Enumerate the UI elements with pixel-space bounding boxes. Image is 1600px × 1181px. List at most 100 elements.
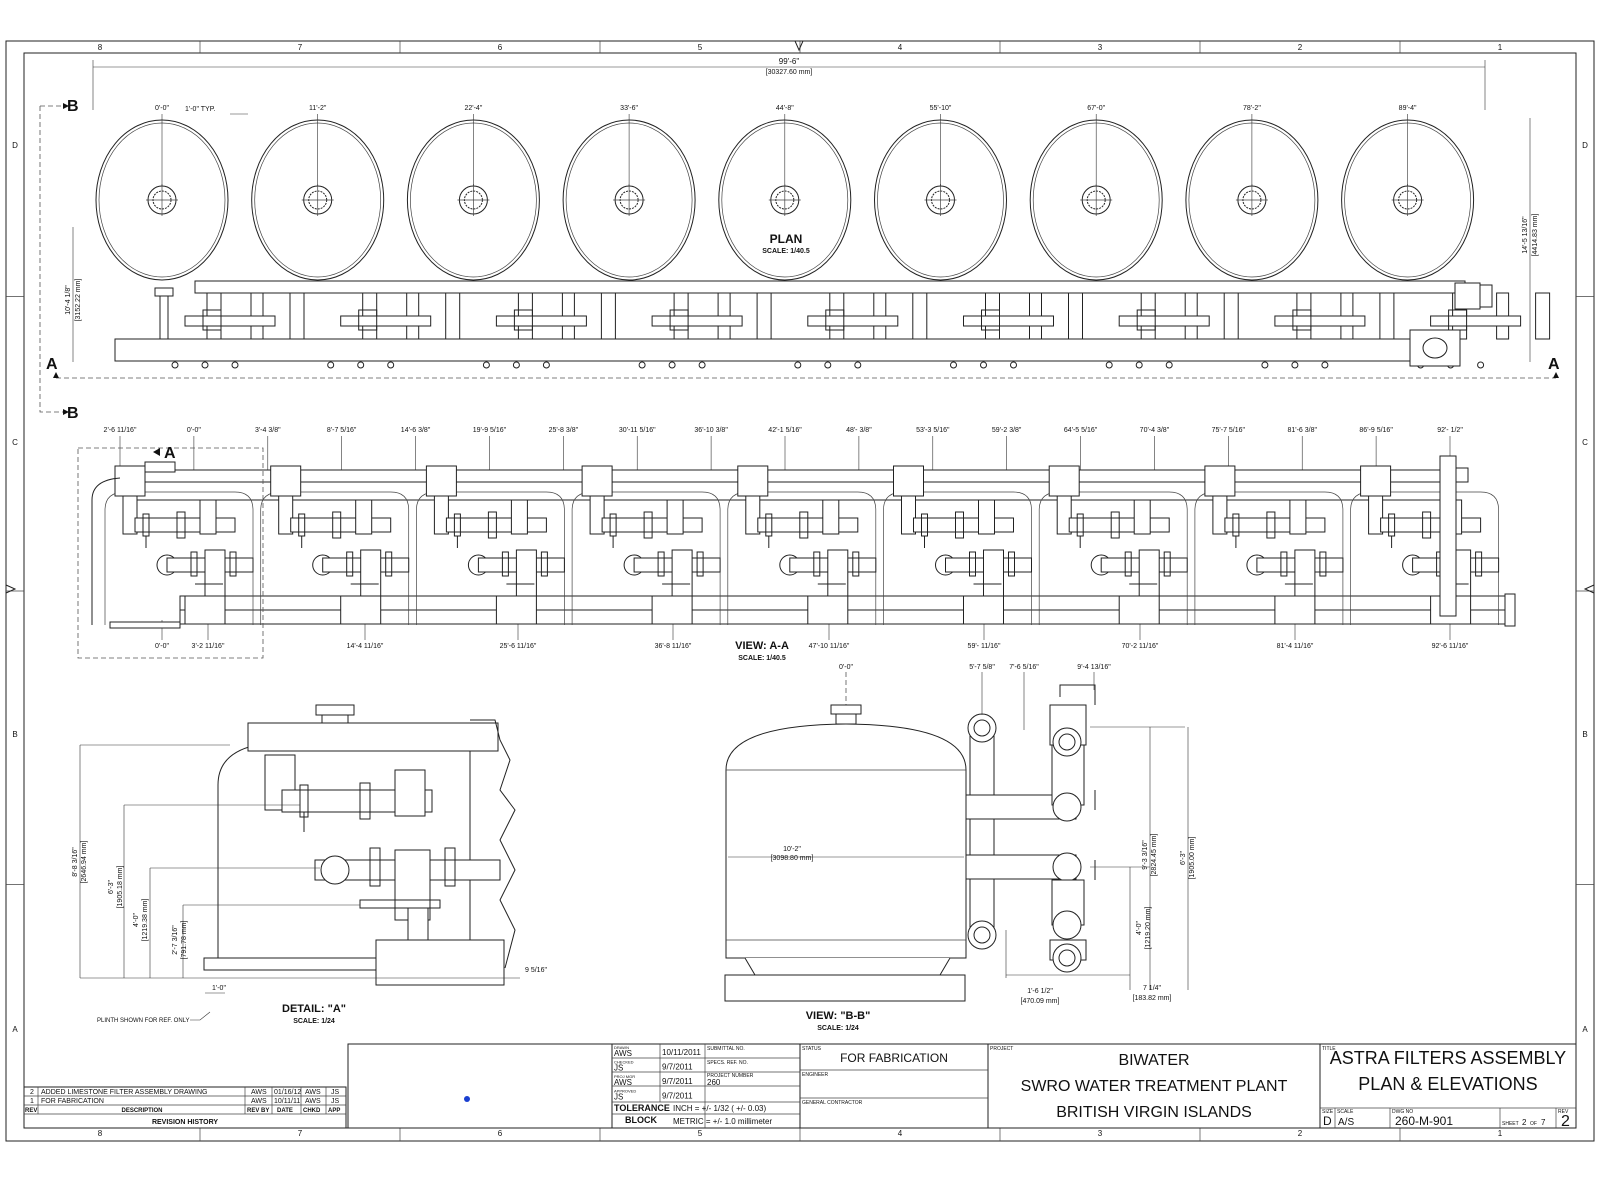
- plan-valve-set: [638, 292, 772, 369]
- aa-bottom-dim: 92'-6 11/16": [1432, 643, 1469, 650]
- tb-title-label: TITLE: [1322, 1046, 1336, 1052]
- tb-tolerance-label: TOLERANCE: [614, 1103, 670, 1113]
- plan-tank-position: 67'-0": [1087, 105, 1105, 112]
- aa-top-dim: 25'-8 3/8": [549, 427, 579, 434]
- detail-a-plinth-note: PLINTH SHOWN FOR REF. ONLY: [97, 1018, 190, 1024]
- aa-title: VIEW: A-A: [735, 640, 789, 652]
- detail-a-dim5: 9 5/16": [525, 967, 547, 974]
- grid-col-top: 8: [98, 43, 103, 52]
- grid-col-bottom: 4: [898, 1129, 903, 1138]
- sign-row-initials: AWS: [614, 1078, 632, 1087]
- bb-dim-v3: 6'-3": [1180, 851, 1187, 865]
- tb-project-line3: BRITISH VIRGIN ISLANDS: [1056, 1104, 1252, 1121]
- plan-tank: 78'-2": [1185, 105, 1319, 281]
- rev-row-date: 10/11/11: [274, 1098, 300, 1105]
- tb-gc-label: GENERAL CONTRACTOR: [802, 1100, 863, 1106]
- sign-row-date: 9/7/2011: [662, 1063, 693, 1072]
- plan-valve-sets: [171, 292, 1551, 369]
- plan-scale: SCALE: 1/40.5: [762, 248, 810, 255]
- aa-filter-module: [571, 465, 721, 625]
- plan-right-dim: 14'-5 13/16": [1522, 216, 1529, 254]
- tb-of-label: OF: [1530, 1121, 1537, 1127]
- rev-row-description: FOR FABRICATION: [41, 1098, 104, 1105]
- grid-col-top: 6: [498, 43, 503, 52]
- plan-tank: 44'-8": [718, 105, 852, 281]
- bb-diameter: 10'-2": [783, 846, 801, 853]
- rev-head-chkd: CHKD: [303, 1108, 321, 1114]
- plan-title: PLAN: [770, 232, 803, 246]
- tb-project-number-label: PROJECT NUMBER: [707, 1073, 754, 1079]
- grid-col-bottom: 6: [498, 1129, 503, 1138]
- aa-detail-marker: A: [164, 445, 176, 462]
- aa-top-dim: 3'-4 3/8": [255, 427, 281, 434]
- aa-top-dim: 36'-10 3/8": [694, 427, 728, 434]
- bb-dim-b1-mm: [470.09 mm]: [1021, 998, 1060, 1005]
- plan-tank-position: 11'-2": [309, 105, 327, 112]
- grid-col-bottom: 2: [1298, 1129, 1303, 1138]
- bb-zero: 0'-0": [839, 664, 853, 671]
- aa-filter-module: [416, 465, 565, 625]
- plan-tank: 89'-4": [1341, 105, 1475, 281]
- aa-bottom-dim: 70'-2 11/16": [1122, 643, 1159, 650]
- plan-valve-set: [1105, 292, 1239, 369]
- rev-row-app: JS: [331, 1098, 340, 1105]
- section-b-bottom: B: [67, 405, 79, 422]
- aa-top-dim: 8'-7 5/16": [327, 427, 357, 434]
- bb-diameter-mm: [3098.80 mm]: [771, 855, 814, 862]
- detail-a-dim4: 2'-7 3/16": [172, 925, 179, 955]
- plan-view: 99'-6" [30327.60 mm] 1'-0" TYP. 0'-0"11'…: [39, 57, 1560, 422]
- tb-project-label: PROJECT: [990, 1046, 1013, 1052]
- plan-tank-position: 22'-4": [464, 105, 482, 112]
- bb-dim-v2-mm: [1219.20 mm]: [1145, 907, 1152, 950]
- section-a-right: A: [1548, 356, 1560, 373]
- bb-dim-top1: 5'-7 5/8": [969, 664, 995, 671]
- tb-title-line2: PLAN & ELEVATIONS: [1358, 1074, 1537, 1094]
- plan-left-dim: 10'-4 1/8": [65, 285, 72, 315]
- plan-tank-position: 0'-0": [155, 105, 169, 112]
- aa-top-dim: 0'-0": [187, 427, 201, 434]
- plan-tank: 67'-0": [1029, 105, 1163, 281]
- section-b-top: B: [67, 98, 79, 115]
- aa-bottom-dim: 3'-2 11/16": [192, 643, 225, 650]
- aa-top-dim: 42'-1 5/16": [768, 427, 802, 434]
- tb-project-line2: SWRO WATER TREATMENT PLANT: [1021, 1078, 1288, 1095]
- sign-row-role: CHECKED: [614, 1060, 634, 1065]
- rev-head-date: DATE: [277, 1108, 293, 1114]
- rev-row-description: ADDED LIMESTONE FILTER ASSEMBLY DRAWING: [41, 1089, 207, 1096]
- aa-bottom-dim: 0'-0": [155, 643, 169, 650]
- grid-col-top: 1: [1498, 43, 1503, 52]
- aa-top-dim: 48'- 3/8": [846, 427, 872, 434]
- rev-row-rev: 1: [30, 1098, 34, 1105]
- rev-row-date: 01/16/12: [274, 1089, 301, 1096]
- aa-bottom-dim: 47'-10 11/16": [809, 643, 850, 650]
- grid-row-left: A: [12, 1025, 18, 1034]
- plan-typ-label: 1'-0" TYP.: [185, 106, 215, 113]
- aa-filter-module: [1194, 465, 1344, 625]
- bb-dim-b2-mm: [183.82 mm]: [1133, 995, 1172, 1002]
- plan-tank-position: 78'-2": [1243, 105, 1261, 112]
- grid-col-top: 3: [1098, 43, 1103, 52]
- aa-filter-module: [727, 465, 877, 625]
- bb-title: VIEW: "B-B": [806, 1010, 871, 1022]
- plan-valve-set: [171, 292, 305, 369]
- tb-rev: 2: [1561, 1113, 1570, 1130]
- rev-head-rev: REV: [25, 1108, 37, 1114]
- plan-valve-set: [950, 292, 1083, 369]
- detail-a-dim2: 6'-3": [108, 880, 115, 894]
- aa-top-dim: 64'-5 5/16": [1064, 427, 1098, 434]
- plan-tank-position: 89'-4": [1399, 105, 1417, 112]
- tb-engineer-label: ENGINEER: [802, 1072, 829, 1078]
- aa-top-dim: 75'-7 5/16": [1212, 427, 1246, 434]
- aa-bottom-dim: 81'-4 11/16": [1277, 643, 1314, 650]
- aa-top-dim: 53'-3 5/16": [916, 427, 950, 434]
- rev-title: REVISION HISTORY: [152, 1119, 218, 1126]
- tb-project-line1: BIWATER: [1118, 1052, 1189, 1069]
- grid-row-right: B: [1582, 730, 1587, 739]
- tb-dwg-no: 260-M-901: [1395, 1114, 1453, 1128]
- detail-a-scale: SCALE: 1/24: [293, 1018, 335, 1025]
- aa-filter-module: [104, 465, 254, 625]
